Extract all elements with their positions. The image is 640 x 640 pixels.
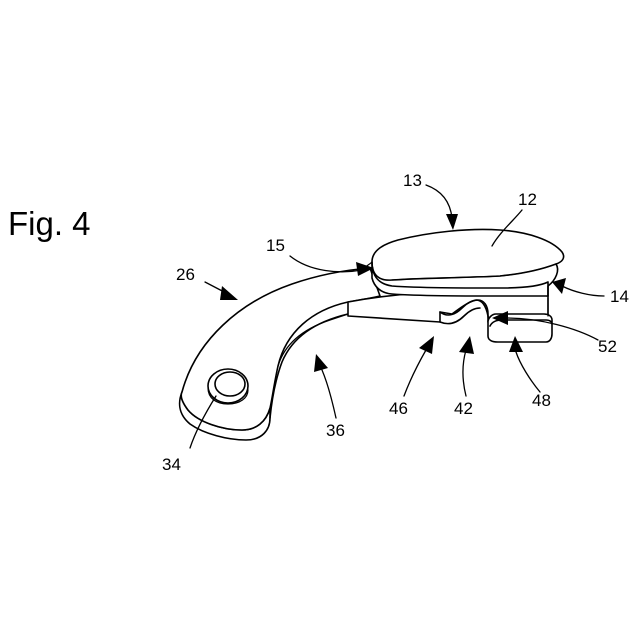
label-42: 42	[454, 399, 473, 418]
arrowhead-36	[314, 354, 328, 372]
leader-48	[516, 352, 540, 392]
label-13: 13	[403, 171, 422, 190]
leader-42	[463, 350, 466, 396]
label-52: 52	[598, 337, 617, 356]
leader-46	[404, 350, 426, 396]
arrowhead-46	[419, 336, 434, 354]
arm-top-face	[181, 268, 380, 430]
pivot-boss-top	[215, 372, 245, 396]
arrowhead-13	[446, 214, 458, 230]
label-12: 12	[518, 190, 537, 209]
leader-13	[426, 185, 452, 218]
label-36: 36	[326, 421, 345, 440]
head-front-lip	[548, 264, 558, 296]
head-top-face	[372, 229, 564, 280]
label-34: 34	[162, 455, 181, 474]
leader-36	[322, 370, 336, 418]
label-48: 48	[532, 391, 551, 410]
label-14: 14	[610, 287, 629, 306]
curved-arm-component	[180, 229, 564, 440]
arrowhead-42	[459, 336, 474, 354]
label-46: 46	[389, 399, 408, 418]
arrowhead-26	[220, 286, 238, 300]
label-15: 15	[266, 236, 285, 255]
label-26: 26	[176, 265, 195, 284]
leader-14	[562, 286, 604, 296]
